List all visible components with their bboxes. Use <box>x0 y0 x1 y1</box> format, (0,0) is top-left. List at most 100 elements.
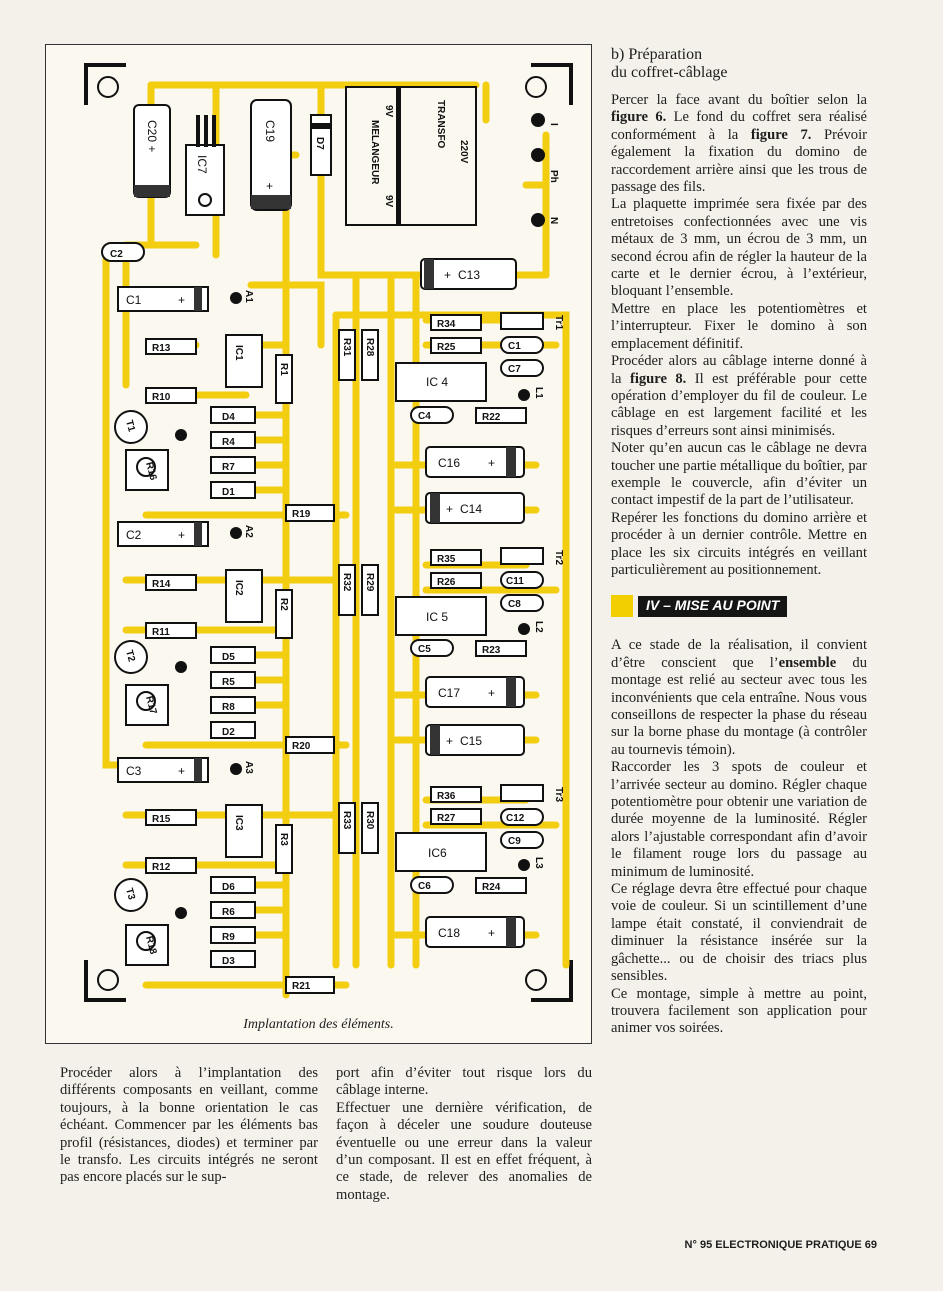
channel-2-right: R35 Tr2 R32 R29 R26 C11 C8 IC 5 L2 C5 R2… <box>285 547 564 756</box>
c13-label: C13 <box>458 268 480 282</box>
tr1-label: Tr1 <box>553 315 564 330</box>
c19-capacitor: C19 + <box>250 99 292 211</box>
terminal-n-label: N <box>548 217 559 224</box>
r22-label: R22 <box>482 412 501 423</box>
c1-label: C1 <box>126 293 142 307</box>
ic3-label: IC3 <box>233 815 244 831</box>
c17-label: C17 <box>438 686 460 700</box>
terminal-i-label: I <box>548 123 559 126</box>
channel-1-left: C1 + A1 R13 IC1 R1 R10 D4 R4 R7 D1 T1 <box>114 286 293 499</box>
ic7-label: IC7 <box>195 155 209 174</box>
r29-label: R29 <box>364 573 375 592</box>
ic5-label: IC 5 <box>426 610 448 624</box>
r21-label: R21 <box>292 981 311 992</box>
r6-label: R6 <box>222 907 235 918</box>
d6-label: D6 <box>222 882 235 893</box>
paragraph: Procéder alors à l’implantation des diff… <box>60 1065 318 1186</box>
c2-label: C2 <box>126 528 142 542</box>
r2-label: R2 <box>278 598 289 611</box>
ic7-regulator: IC7 <box>185 115 225 216</box>
r26-label: R26 <box>437 577 456 588</box>
paragraph: Ce réglage devra être effectué pour chaq… <box>611 881 867 985</box>
r10-label: R10 <box>152 392 171 403</box>
bottom-column-middle: port afin d’éviter tout risque lors du c… <box>336 1065 592 1204</box>
c19-label: C19 <box>263 120 277 142</box>
l3-label: L3 <box>533 857 544 869</box>
c3-label: C3 <box>126 764 142 778</box>
paragraph: Noter qu’en aucun cas le câblage ne devr… <box>611 440 867 509</box>
c3-plus: + <box>178 764 185 778</box>
paragraph: Percer la face avant du boîtier selon la… <box>611 92 867 196</box>
c15-label: C15 <box>460 734 482 748</box>
r27-label: R27 <box>437 813 456 824</box>
t2-label: T2 <box>123 649 137 664</box>
r24-label: R24 <box>482 882 501 893</box>
transfo-220v: 220V <box>458 140 469 164</box>
transformer: 9V 9V MELANGEUR TRANSFO 220V <box>345 86 477 226</box>
r12-label: R12 <box>152 862 171 873</box>
r34-label: R34 <box>437 319 456 330</box>
d1-label: D1 <box>222 487 235 498</box>
c16-label: C16 <box>438 456 460 470</box>
c6-label: C6 <box>418 881 431 892</box>
paragraph: A ce stade de la réalisation, il convien… <box>611 637 867 758</box>
r9-label: R9 <box>222 932 235 943</box>
c2-small: C2 <box>101 242 145 262</box>
c18-label: C18 <box>438 926 460 940</box>
d5-label: D5 <box>222 652 235 663</box>
paragraph: port afin d’éviter tout risque lors du c… <box>336 1065 592 1099</box>
r17-label: R17 <box>143 695 158 716</box>
pcb-component-layout: C20 + IC7 C19 + D7 9V 9V MELANGEUR TRANS… <box>84 63 573 1002</box>
tr3-label: Tr3 <box>553 787 564 802</box>
paragraph: Raccorder les 3 spots de couleur et l’ar… <box>611 759 867 880</box>
transfo-9v-b: 9V <box>383 195 394 208</box>
c2-plus: + <box>178 528 185 542</box>
d4-label: D4 <box>222 412 235 423</box>
t1-label: T1 <box>123 419 137 434</box>
r25-label: R25 <box>437 342 456 353</box>
bottom-column-left: Procéder alors à l’implantation des diff… <box>60 1065 318 1187</box>
r7-label: R7 <box>222 462 235 473</box>
r1-label: R1 <box>278 363 289 376</box>
channel-3-left: C3 + A3 R15 IC3 R3 R12 D6 R6 R9 D3 T3 <box>114 757 293 968</box>
r15-label: R15 <box>152 814 171 825</box>
c1-plus: + <box>178 293 185 307</box>
paragraph: Repérer les fonctions du domino arrière … <box>611 509 867 578</box>
ic6-label: IC6 <box>428 846 447 860</box>
section-heading-label: IV – MISE AU POINT <box>638 596 788 617</box>
figure-caption: Implantation des éléments. <box>243 1017 394 1032</box>
d7-diode: D7 <box>310 114 332 176</box>
c14-label: C14 <box>460 502 482 516</box>
r18-label: R18 <box>143 935 158 956</box>
yellow-square-icon <box>611 595 633 618</box>
d7-label: D7 <box>314 137 325 150</box>
d2-label: D2 <box>222 727 235 738</box>
l2-label: L2 <box>533 621 544 633</box>
c15-plus: + <box>446 734 453 748</box>
a2-label: A2 <box>243 525 254 538</box>
c12-label: C12 <box>506 813 525 824</box>
r8-label: R8 <box>222 702 235 713</box>
r23-label: R23 <box>482 645 501 656</box>
r5-label: R5 <box>222 677 235 688</box>
c9-label: C9 <box>508 836 521 847</box>
channel-2-left: C2 + A2 R14 IC2 R2 R11 D5 R5 R8 D2 T2 <box>114 521 293 739</box>
right-column: b) Préparation du coffret-câblage Percer… <box>611 46 867 1038</box>
t3-label: T3 <box>123 887 137 902</box>
c17-plus: + <box>488 686 495 700</box>
paragraph: Mettre en place les potentiomètres et l’… <box>611 300 867 352</box>
paragraph: Procéder alors au câblage interne donné … <box>611 353 867 439</box>
r32-label: R32 <box>341 573 352 592</box>
mounting-holes <box>97 76 547 991</box>
c8-label: C8 <box>508 599 521 610</box>
channel-3-right: R36 Tr3 R33 R30 R27 C12 C9 IC6 L3 C6 R24… <box>285 784 564 994</box>
ic2-label: IC2 <box>233 580 244 596</box>
melangeur-label: MELANGEUR <box>369 120 380 185</box>
transfo-label: TRANSFO <box>435 100 446 149</box>
r11-label: R11 <box>152 627 170 638</box>
c2-small-label: C2 <box>110 249 123 260</box>
figure-box: C20 + IC7 C19 + D7 9V 9V MELANGEUR TRANS… <box>45 44 592 1044</box>
mains-terminals: I Ph N <box>531 113 559 227</box>
c20-label: C20 + <box>145 120 159 152</box>
a3-label: A3 <box>243 761 254 774</box>
